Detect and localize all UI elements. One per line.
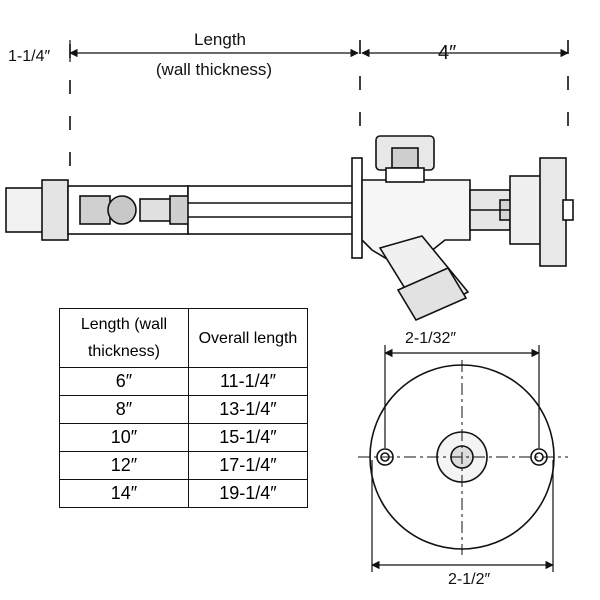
face-diameter-dimension-line xyxy=(384,345,540,448)
table-row: 12″ 17-1/4″ xyxy=(59,451,309,480)
cell-overall-length: 15-1/4″ xyxy=(187,423,309,452)
wall-flange-thickness-label: 1-1/4″ xyxy=(8,48,51,65)
cell-wall-thickness: 14″ xyxy=(59,479,189,508)
table-row: 14″ 19-1/4″ xyxy=(59,479,309,508)
cell-overall-length: 13-1/4″ xyxy=(187,395,309,424)
header-overall-length: Overall length xyxy=(187,308,309,368)
extension-lines xyxy=(69,40,569,170)
length-spec-table: Length (wall thickness) Overall length 6… xyxy=(59,308,309,508)
cell-wall-thickness: 8″ xyxy=(59,395,189,424)
length-label: Length xyxy=(194,30,246,49)
table-header-row: Length (wall thickness) Overall length xyxy=(59,308,309,368)
outside-length-label: 4″ xyxy=(438,42,457,64)
cell-wall-thickness: 12″ xyxy=(59,451,189,480)
hydrant-body xyxy=(5,135,574,322)
flange-diameter-dimension-line xyxy=(371,460,554,572)
table-row: 8″ 13-1/4″ xyxy=(59,395,309,424)
cell-wall-thickness: 10″ xyxy=(59,423,189,452)
table-row: 10″ 15-1/4″ xyxy=(59,423,309,452)
flange-centerlines xyxy=(358,360,568,555)
cell-overall-length: 11-1/4″ xyxy=(187,367,309,396)
flange-diameter-label: 2-1/2″ xyxy=(448,571,491,588)
cell-overall-length: 17-1/4″ xyxy=(187,451,309,480)
header-wall-thickness: Length (wall thickness) xyxy=(59,308,189,368)
cell-wall-thickness: 6″ xyxy=(59,367,189,396)
table-row: 6″ 11-1/4″ xyxy=(59,367,309,396)
face-diameter-label: 2-1/32″ xyxy=(405,330,457,347)
cell-overall-length: 19-1/4″ xyxy=(187,479,309,508)
length-sublabel: (wall thickness) xyxy=(155,60,273,79)
